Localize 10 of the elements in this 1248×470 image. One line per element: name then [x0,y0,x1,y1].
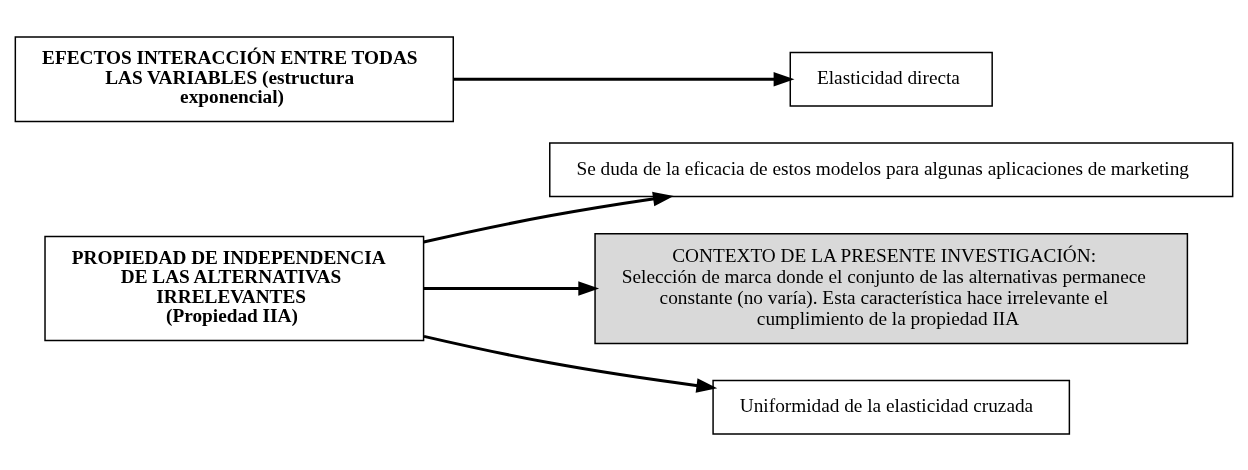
node-box: CONTEXTO DE LA PRESENTE INVESTIGACIÓN: Selección de marca donde el conjunto de las alternativas permanece constante (no varía). Esta característica hace irrelevante el cumplimiento de la propiedad IIA [594,232,1189,344]
node-box: Se duda de la eficacia de estos modelos para algunas aplicaciones de marketing [549,141,1234,197]
arrow [423,191,674,243]
arrow [423,280,600,296]
node-box: Uniformidad de la elasticidad cruzada [712,379,1071,435]
arrow [423,334,718,393]
node-box: EFECTOS INTERACCIÓN ENTRE TODAS LAS VARIABLES (estructura exponencial) [14,35,454,122]
arrow [453,71,795,87]
node-box: PROPIEDAD DE INDEPENDENCIA DE LAS ALTERNATIVAS IRRELEVANTES (Propiedad IIA) [44,235,425,341]
node-box: Elasticidad directa [789,51,993,107]
